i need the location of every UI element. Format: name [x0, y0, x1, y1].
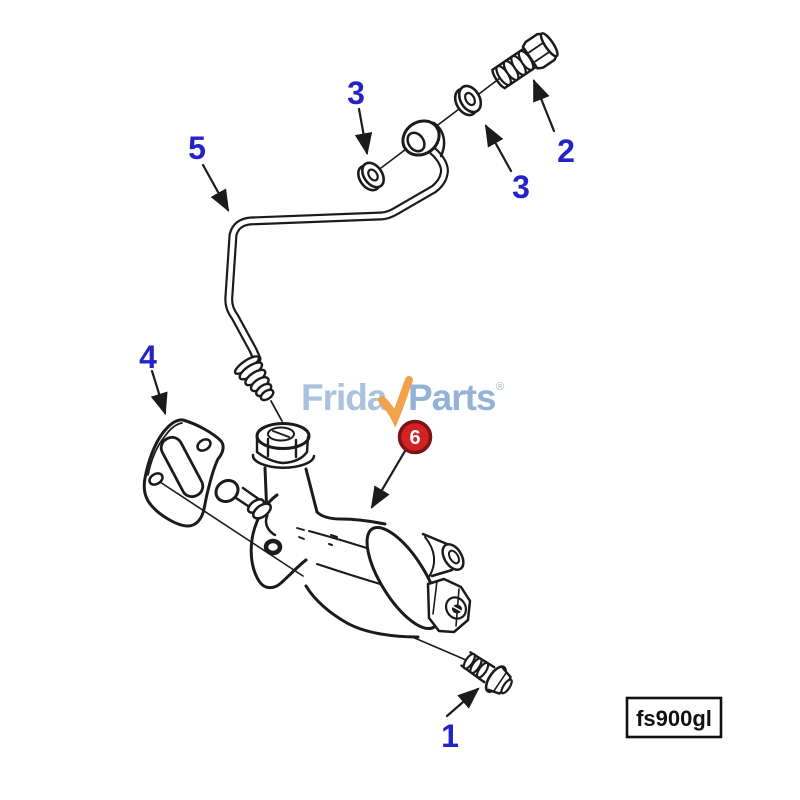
watermark-registered-mark: ® — [496, 381, 504, 393]
diagram-code-box: fs900gl — [625, 696, 723, 739]
banjo-bolt-drawing — [491, 32, 559, 90]
fuel-supply-pipe-drawing — [224, 146, 449, 364]
callout-5-arrow — [201, 163, 230, 212]
mounting-bolt-drawing — [460, 651, 513, 695]
callout-arrows — [150, 78, 556, 718]
code-box-border — [625, 696, 723, 739]
callout-3-upper-label: 3 — [347, 75, 365, 111]
callout-numbers: 1 2 3 3 4 5 — [139, 75, 575, 754]
mounting-bolt-axis-line-upper — [159, 481, 304, 577]
mounting-bolt-axis-line-lower — [409, 635, 467, 661]
callout-3-lower-label: 3 — [512, 169, 530, 205]
callout-3-lower-arrow — [484, 124, 513, 173]
watermark-word-parts: Parts — [408, 377, 496, 418]
watermark-fridayparts: Frida Parts ® — [301, 376, 504, 428]
pipe-compression-fitting-drawing — [233, 355, 283, 422]
fuel-transfer-pump-drawing — [214, 422, 472, 639]
callout-5-label: 5 — [188, 130, 206, 166]
sealing-washer-lower-drawing — [357, 161, 385, 192]
gasket-drawing — [142, 418, 225, 528]
watermark-word-friday: Frida — [301, 377, 388, 418]
badge-number: 6 — [409, 427, 420, 449]
badge-callout-6: 6 — [397, 419, 433, 455]
banjo-fitting-drawing — [401, 119, 446, 158]
check-swoosh-icon — [378, 376, 413, 428]
callout-4-label: 4 — [139, 339, 157, 375]
callout-1-arrow — [445, 687, 480, 718]
banjo-bolt-axis-line — [380, 77, 501, 169]
callout-2-arrow — [532, 78, 556, 133]
callout-3-upper-arrow — [354, 107, 373, 156]
diagram-code-label: fs900gl — [636, 706, 712, 731]
callout-6-arrow — [370, 449, 407, 509]
callout-2-label: 2 — [557, 133, 575, 169]
sealing-washer-upper-drawing — [453, 84, 483, 117]
callout-4-arrow — [150, 369, 168, 416]
callout-1-label: 1 — [441, 718, 459, 754]
primer-plunger-drawing — [214, 478, 272, 520]
badge-circle — [397, 419, 433, 455]
